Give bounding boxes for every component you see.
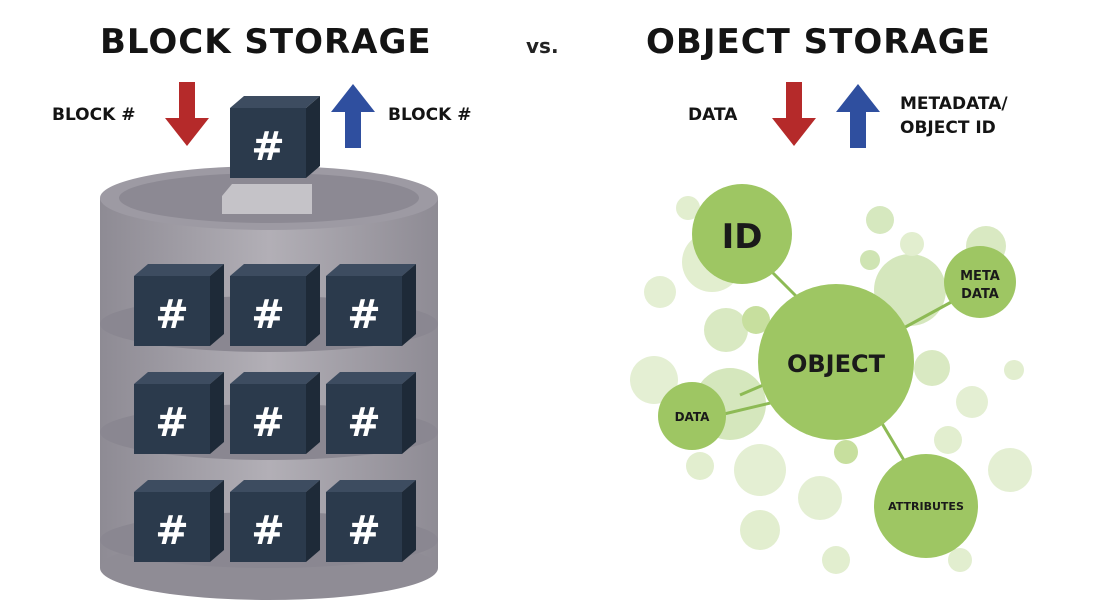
svg-text:ID: ID bbox=[722, 217, 763, 257]
svg-text:META: META bbox=[960, 269, 1000, 284]
object-storage-title: OBJECT STORAGE bbox=[646, 22, 991, 62]
block-in-label: BLOCK # bbox=[52, 105, 136, 125]
svg-text:#: # bbox=[251, 508, 285, 554]
block-7: # bbox=[134, 480, 224, 562]
block-out-label: BLOCK # bbox=[388, 105, 472, 125]
object-out-label-line1: METADATA/ bbox=[900, 94, 1008, 114]
block-9: # bbox=[326, 480, 416, 562]
svg-text:#: # bbox=[347, 400, 381, 446]
node-attributes: ATTRIBUTES bbox=[874, 454, 978, 558]
svg-text:#: # bbox=[347, 508, 381, 554]
svg-text:OBJECT: OBJECT bbox=[787, 350, 886, 378]
node-metadata: META DATA bbox=[944, 246, 1016, 318]
svg-text:#: # bbox=[155, 400, 189, 446]
block-4: # bbox=[134, 372, 224, 454]
svg-text:#: # bbox=[155, 292, 189, 338]
versus-label: vs. bbox=[526, 34, 559, 58]
block-8: # bbox=[230, 480, 320, 562]
block-storage-title: BLOCK STORAGE bbox=[100, 22, 432, 62]
node-data: DATA bbox=[658, 382, 726, 450]
incoming-block: # bbox=[230, 96, 320, 178]
svg-text:#: # bbox=[155, 508, 189, 554]
node-id: ID bbox=[692, 184, 792, 284]
svg-text:DATA: DATA bbox=[961, 287, 999, 302]
object-in-arrow-icon bbox=[772, 82, 816, 146]
object-out-label-line2: OBJECT ID bbox=[900, 118, 996, 138]
block-out-arrow-icon bbox=[331, 84, 375, 148]
svg-text:#: # bbox=[347, 292, 381, 338]
svg-text:#: # bbox=[251, 400, 285, 446]
svg-text:ATTRIBUTES: ATTRIBUTES bbox=[888, 500, 964, 513]
object-out-arrow-icon bbox=[836, 84, 880, 148]
block-2: # bbox=[230, 264, 320, 346]
block-1: # bbox=[134, 264, 224, 346]
svg-text:#: # bbox=[251, 124, 285, 170]
svg-text:#: # bbox=[251, 292, 285, 338]
svg-text:DATA: DATA bbox=[675, 410, 711, 424]
object-in-label: DATA bbox=[688, 105, 738, 125]
background-bubbles bbox=[630, 196, 1032, 574]
block-3: # bbox=[326, 264, 416, 346]
block-6: # bbox=[326, 372, 416, 454]
block-5: # bbox=[230, 372, 320, 454]
block-in-arrow-icon bbox=[165, 82, 209, 146]
node-object: OBJECT bbox=[758, 284, 914, 440]
